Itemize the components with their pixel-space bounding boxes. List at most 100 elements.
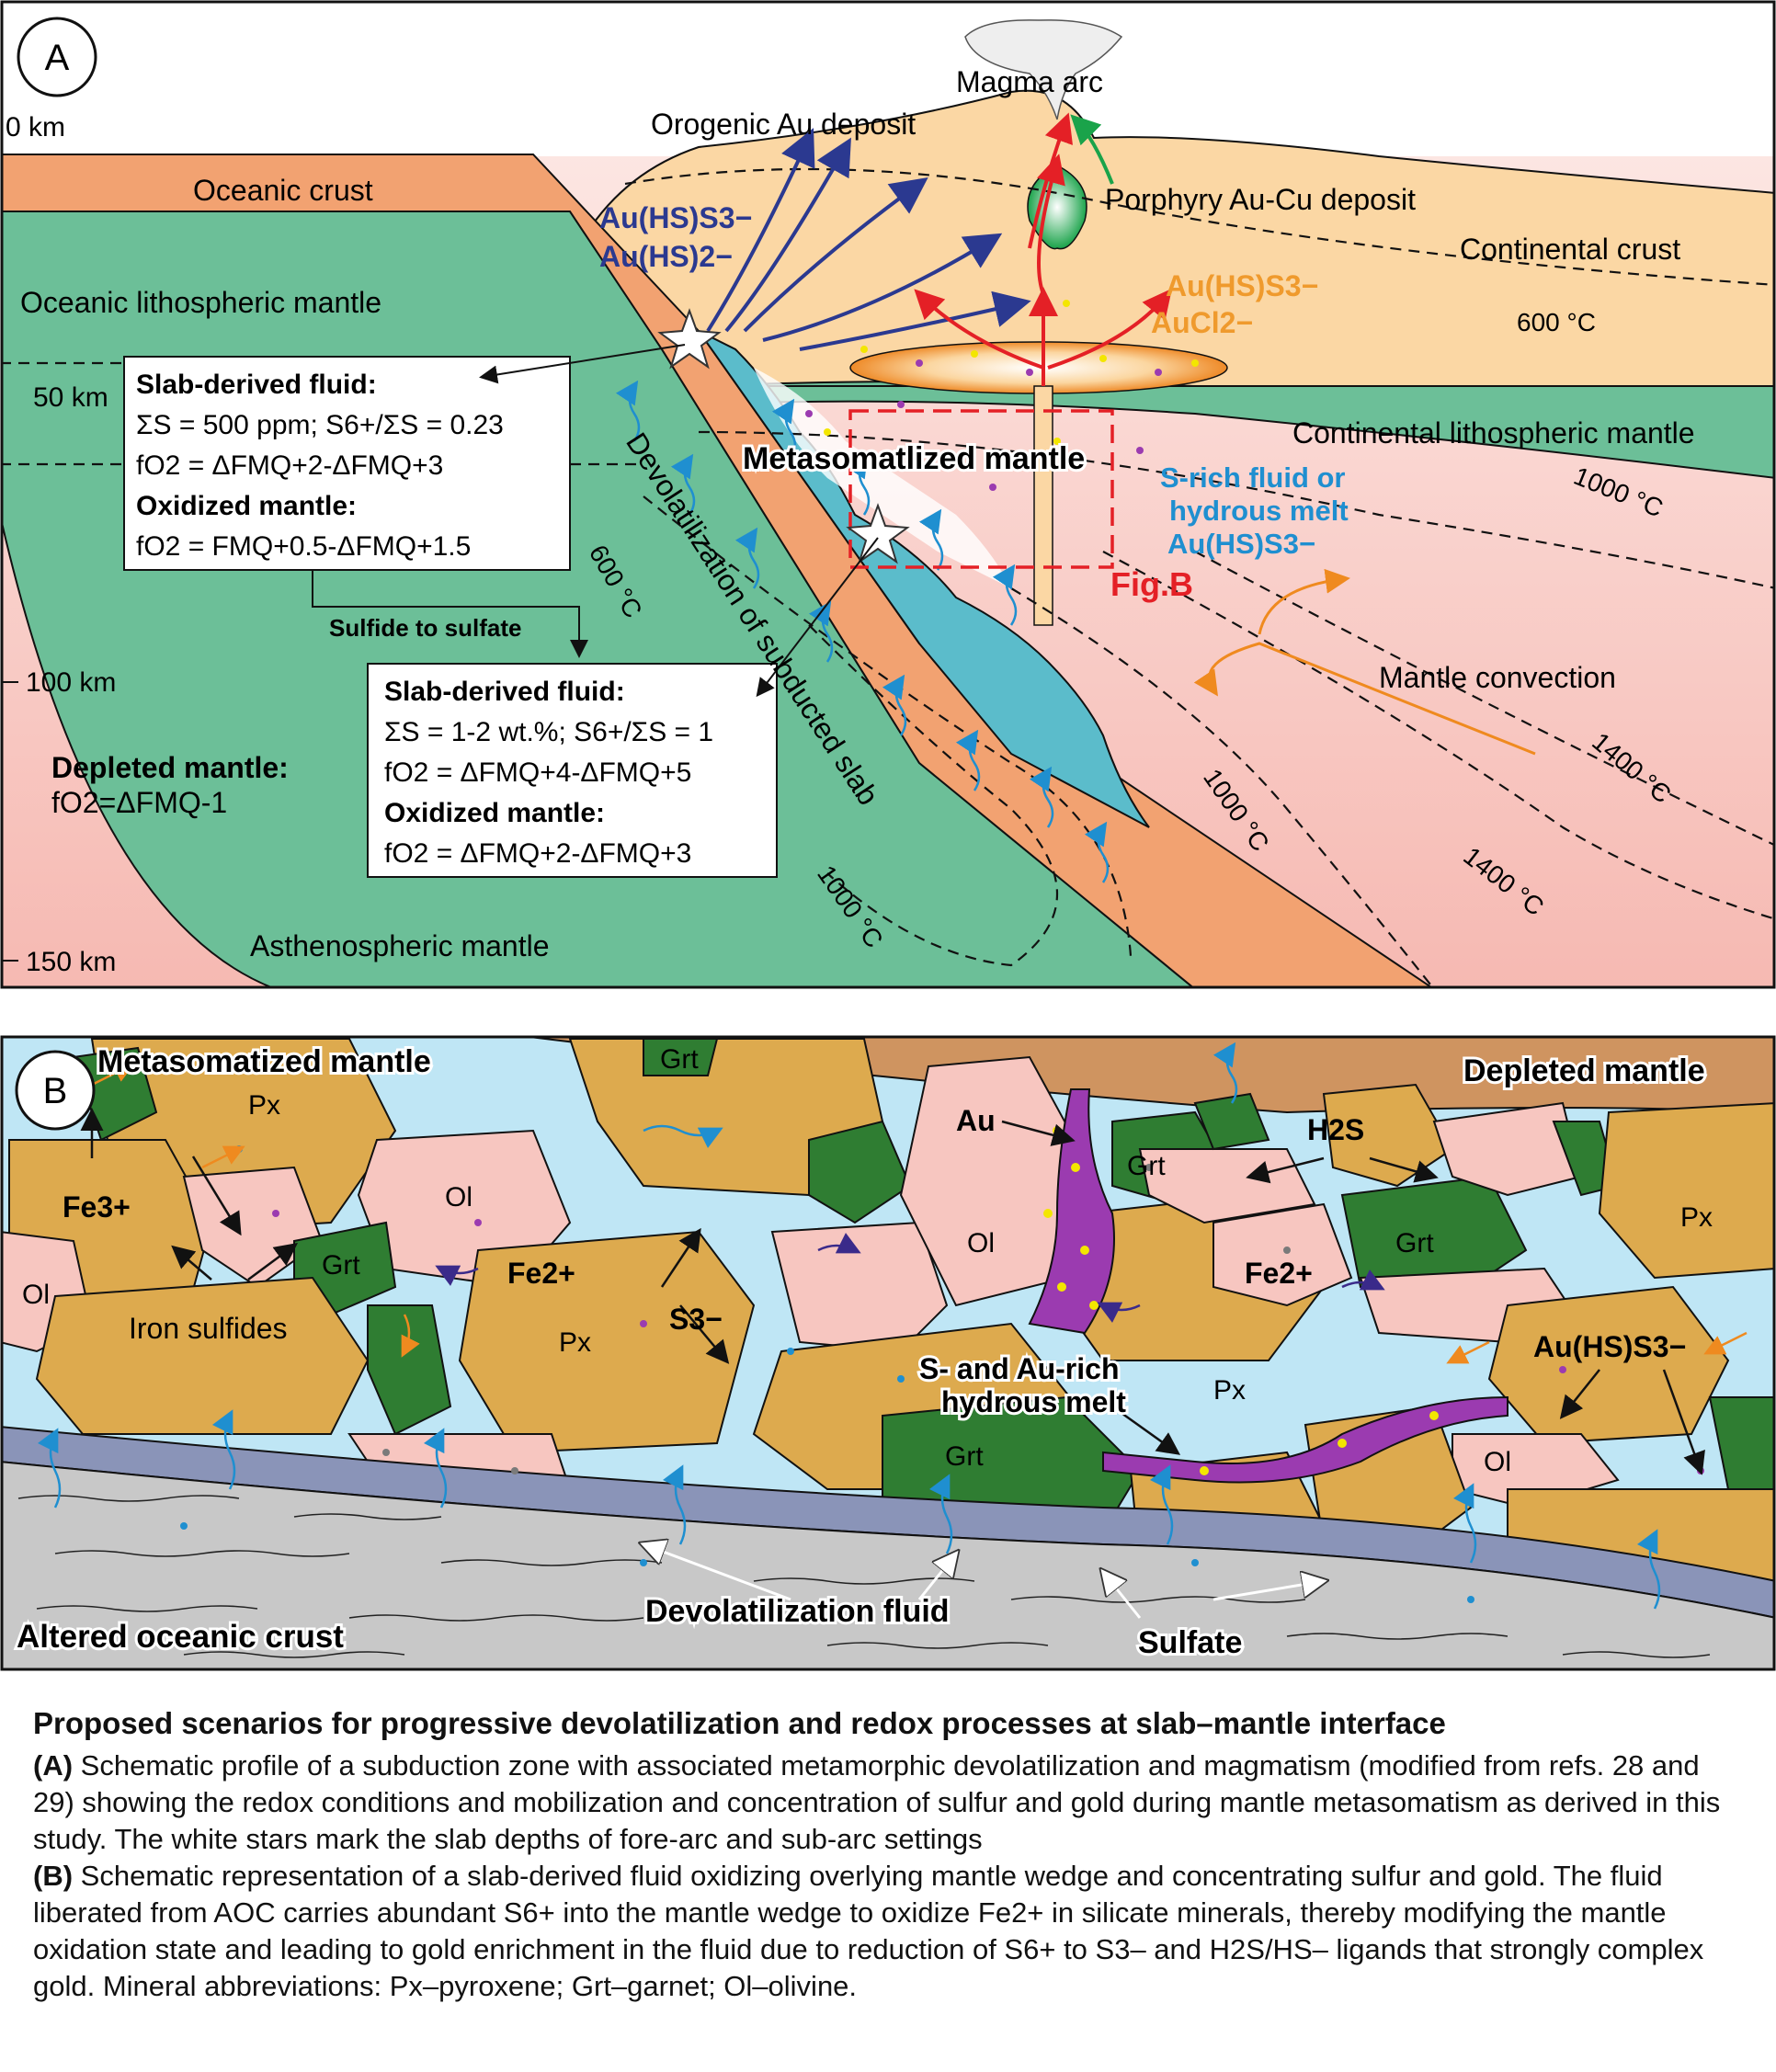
box1-line2: fO2 = ΔFMQ+2-ΔFMQ+3 bbox=[136, 450, 443, 481]
panel-a: A 0 km 50 km 100 km 150 km Magma arc Oro… bbox=[2, 2, 1774, 987]
crust-texture bbox=[17, 1495, 1711, 1658]
caption-b: (B) Schematic representation of a slab-d… bbox=[33, 1858, 1743, 2005]
depth-150: 150 km bbox=[26, 947, 116, 977]
caption-title: Proposed scenarios for progressive devol… bbox=[33, 1706, 1446, 1740]
box2-line3: fO2 = ΔFMQ+2-ΔFMQ+3 bbox=[384, 838, 691, 869]
panel-b-labels: B Metasomatized mantle Depleted mantle A… bbox=[14, 1042, 1713, 1663]
grt-label: Grt bbox=[1127, 1151, 1166, 1181]
box2-line2: fO2 = ΔFMQ+4-ΔFMQ+5 bbox=[384, 757, 691, 788]
devolatilization-fluid-label: Devolatilization fluid bbox=[645, 1594, 950, 1629]
grt-label: Grt bbox=[1395, 1228, 1434, 1258]
porphyry-label: Porphyry Au-Cu deposit bbox=[1105, 183, 1416, 216]
grain-grt bbox=[808, 1120, 912, 1224]
px-label: Px bbox=[1680, 1202, 1713, 1233]
panel-a-badge bbox=[17, 17, 97, 97]
h2s-label: H2S bbox=[1307, 1113, 1364, 1146]
panel-b-frame bbox=[0, 1035, 1776, 1671]
px-label: Px bbox=[1213, 1375, 1246, 1406]
fe3-arrows bbox=[91, 1063, 1748, 1364]
box1-line3: fO2 = FMQ+0.5-ΔFMQ+1.5 bbox=[136, 531, 471, 562]
continental-lm-label: Continental lithospheric mantle bbox=[1292, 416, 1695, 450]
wedge-white-patch bbox=[754, 368, 1011, 588]
grt-label: Grt bbox=[322, 1250, 360, 1281]
grain-ol bbox=[770, 1221, 949, 1353]
altered-oceanic-crust-region bbox=[2, 1461, 1774, 1669]
box1-line1: ΣS = 500 ppm; S6+/ΣS = 0.23 bbox=[136, 410, 504, 440]
depleted-fo2: fO2=ΔFMQ-1 bbox=[51, 786, 227, 819]
depth-50: 50 km bbox=[33, 382, 108, 413]
caption-b-tag: (B) bbox=[33, 1860, 74, 1892]
caption-a-tag: (A) bbox=[33, 1749, 74, 1782]
ligand-blue-2: Au(HS)2− bbox=[599, 240, 733, 273]
grain-grt bbox=[643, 1038, 719, 1076]
px-label: Px bbox=[248, 1090, 280, 1121]
panel-a-label: A bbox=[45, 38, 70, 78]
ol-label: Ol bbox=[445, 1182, 472, 1212]
box1-title2: Oxidized mantle: bbox=[136, 491, 357, 521]
melt-veins bbox=[1028, 1088, 1508, 1484]
melt-vein-horizontal bbox=[1102, 1395, 1508, 1484]
s-rich-label-2: hydrous melt bbox=[1169, 495, 1349, 527]
continental-lm-band bbox=[643, 385, 1774, 479]
callout-arrows bbox=[312, 344, 879, 698]
fe2-a-label: Fe2+ bbox=[507, 1257, 575, 1290]
panel-b-label: B bbox=[43, 1071, 68, 1111]
volcano-plume bbox=[964, 19, 1123, 120]
oceanic-crust-label: Oceanic crust bbox=[193, 174, 373, 207]
box1-title: Slab-derived fluid: bbox=[136, 370, 377, 400]
ligand-blue-1: Au(HS)S3− bbox=[599, 201, 752, 234]
grain-px bbox=[35, 1276, 370, 1435]
px-label: Px bbox=[559, 1327, 591, 1358]
mantle-convection-arrows bbox=[1193, 568, 1536, 756]
ligand-orange-2: AuCl2− bbox=[1151, 306, 1253, 339]
depleted-title: Depleted mantle: bbox=[51, 751, 289, 784]
iron-sulfides-label: Iron sulfides bbox=[129, 1312, 288, 1345]
magma-ascent-arrows bbox=[914, 112, 1173, 386]
depleted-mantle-label: Depleted mantle bbox=[1463, 1053, 1705, 1088]
grain-px bbox=[1487, 1285, 1730, 1445]
fe3-label: Fe3+ bbox=[63, 1190, 131, 1224]
oceanic-lm-label: Oceanic lithospheric mantle bbox=[20, 286, 381, 319]
orogenic-fluid-arrows bbox=[706, 128, 1031, 351]
fe2-arrows bbox=[435, 1232, 1385, 1324]
caption-b-text: Schematic representation of a slab-deriv… bbox=[33, 1860, 1704, 2002]
orogenic-label: Orogenic Au deposit bbox=[651, 108, 916, 141]
melt-vein-vertical bbox=[1028, 1088, 1115, 1335]
white-arrows-b bbox=[643, 1544, 1324, 1619]
grain-ol bbox=[1138, 1148, 1316, 1224]
ligand-cyan-1: Au(HS)S3− bbox=[1167, 528, 1315, 560]
metasomatized-mantle-label: Metasomatized mantle bbox=[97, 1044, 431, 1079]
fe2-b-label: Fe2+ bbox=[1245, 1257, 1313, 1290]
au-label: Au bbox=[956, 1104, 996, 1137]
box2-title2: Oxidized mantle: bbox=[384, 798, 605, 828]
box2-title: Slab-derived fluid: bbox=[384, 677, 625, 707]
figure-caption: Proposed scenarios for progressive devol… bbox=[33, 1705, 1743, 2005]
grain-grt bbox=[367, 1304, 452, 1436]
s-rich-label-1: S-rich fluid or bbox=[1160, 461, 1346, 494]
panel-b: B Metasomatized mantle Depleted mantle A… bbox=[2, 1037, 1774, 1669]
auhs-label: Au(HS)S3− bbox=[1533, 1330, 1686, 1363]
caption-a: (A) Schematic profile of a subduction zo… bbox=[33, 1748, 1743, 1858]
melt-label-1: S- and Au-rich bbox=[919, 1352, 1119, 1385]
fig-b-marker-box bbox=[848, 409, 1114, 569]
sulfate-label: Sulfate bbox=[1138, 1625, 1242, 1660]
mineral-grains bbox=[2, 1038, 1774, 1583]
fluid-squiggles-b bbox=[37, 1042, 1661, 1610]
altered-crust-label: Altered oceanic crust bbox=[17, 1619, 344, 1655]
fore-arc-star bbox=[657, 308, 722, 370]
magma-arc-label: Magma arc bbox=[956, 65, 1103, 98]
panel-b-badge bbox=[15, 1050, 96, 1131]
fluid-squiggles bbox=[615, 380, 1110, 883]
grain-ol bbox=[1212, 1202, 1353, 1307]
sub-arc-star bbox=[846, 503, 910, 564]
fluid-dots bbox=[805, 300, 1199, 491]
fig-b-label: Fig.B bbox=[1110, 565, 1193, 603]
s3-label: S3− bbox=[669, 1303, 723, 1336]
ol-label: Ol bbox=[1484, 1447, 1511, 1477]
ligand-orange-1: Au(HS)S3− bbox=[1166, 269, 1318, 302]
sulfide-to-sulfate-label: Sulfide to sulfate bbox=[329, 614, 521, 642]
depth-0: 0 km bbox=[6, 112, 65, 142]
melt-label-2: hydrous melt bbox=[941, 1385, 1126, 1418]
continental-crust-label: Continental crust bbox=[1460, 233, 1680, 266]
ol-label: Ol bbox=[22, 1280, 50, 1310]
